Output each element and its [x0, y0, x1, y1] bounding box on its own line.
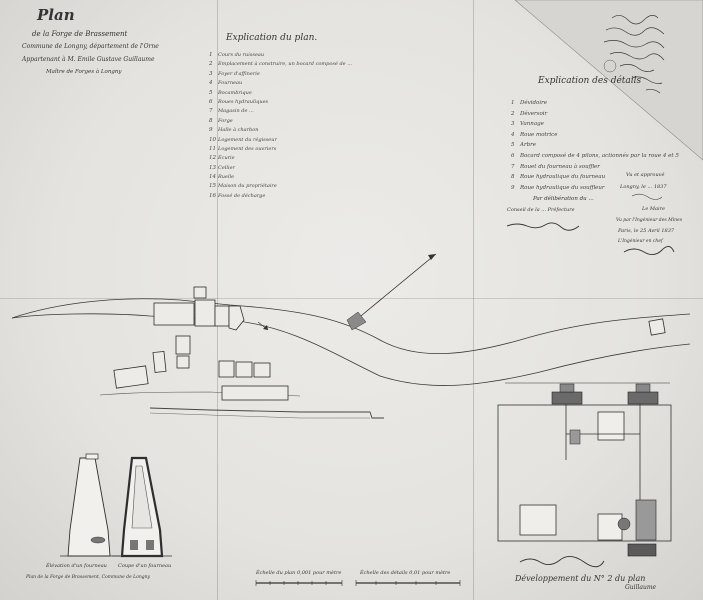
gear-icon — [551, 383, 659, 557]
scale-bar-details — [355, 580, 461, 586]
river — [11, 298, 691, 397]
scale-bar-plan — [255, 580, 343, 586]
annotation-engineer-date: Paris, le 25 Avril 1837 — [618, 228, 675, 234]
building-9 — [152, 350, 167, 373]
building-12 — [235, 361, 253, 378]
building-small — [193, 286, 207, 299]
title-line-3: Appartenant à M. Emile Gustave Guillaume — [22, 56, 155, 63]
scale-details-label: Échelle des détails 0,01 pour mètre — [360, 570, 451, 576]
stamp-mark — [603, 59, 617, 73]
label-elevation: Élévation d'un fourneau — [46, 563, 107, 569]
furnace-elevation — [60, 453, 120, 557]
annotation-mayor: Le Maire — [642, 206, 665, 212]
bottom-note: Plan de la Forge de Brassement, Commune … — [26, 575, 151, 580]
building-annex — [214, 305, 230, 327]
legend-plan-title: Explication du plan. — [226, 33, 318, 43]
annotation-engineer: Vu par l'Ingénieur des Mines — [616, 218, 683, 223]
building-15 — [648, 318, 666, 336]
annotation-approval-date: Longny, le ... 1837 — [620, 184, 667, 190]
corner-handwriting — [603, 15, 665, 94]
building-forge — [153, 302, 195, 326]
map-title: Plan — [37, 6, 75, 24]
annotation-approval: Vu et approuvé — [626, 172, 665, 178]
building-11 — [218, 360, 235, 378]
north-arrow — [346, 253, 437, 331]
building-13 — [253, 362, 271, 378]
building-8 — [176, 355, 190, 369]
building-7 — [175, 335, 191, 355]
embankment — [149, 407, 384, 419]
annotation-middle: Par délibération du ... — [533, 196, 594, 202]
title-line-2: Commune de Longny, département de l'Orne — [22, 43, 159, 50]
embankment-edge — [149, 412, 370, 419]
annotation-engineer-chief: L'Ingénieur en chef — [618, 239, 663, 244]
fold-line — [217, 0, 218, 600]
building-sluice — [228, 305, 245, 331]
annotation-middle-2: Conseil de la ... Préfecture — [507, 207, 575, 213]
label-section: Coupe d'un fourneau — [118, 563, 172, 569]
legend-details-title: Explication des détails — [538, 76, 642, 86]
flow-arrow-icon — [257, 321, 269, 331]
building-10 — [113, 365, 149, 389]
building-14 — [221, 385, 289, 401]
development-plan — [497, 382, 672, 542]
folded-corner — [514, 0, 703, 161]
fold-line — [0, 298, 703, 299]
buildings — [113, 286, 666, 401]
fold-line — [473, 0, 474, 600]
furnace-section — [112, 456, 172, 558]
building-wheel — [194, 299, 216, 327]
title-line-4: Maître de Forges à Longny — [46, 69, 122, 75]
scale-plan-label: Échelle du plan 0,001 pour mètre — [256, 570, 342, 576]
bottom-signature: Guillaume — [625, 584, 657, 591]
development-label: Développement du N° 2 du plan — [515, 574, 646, 583]
title-line-1: de la Forge de Brassement — [32, 30, 128, 38]
